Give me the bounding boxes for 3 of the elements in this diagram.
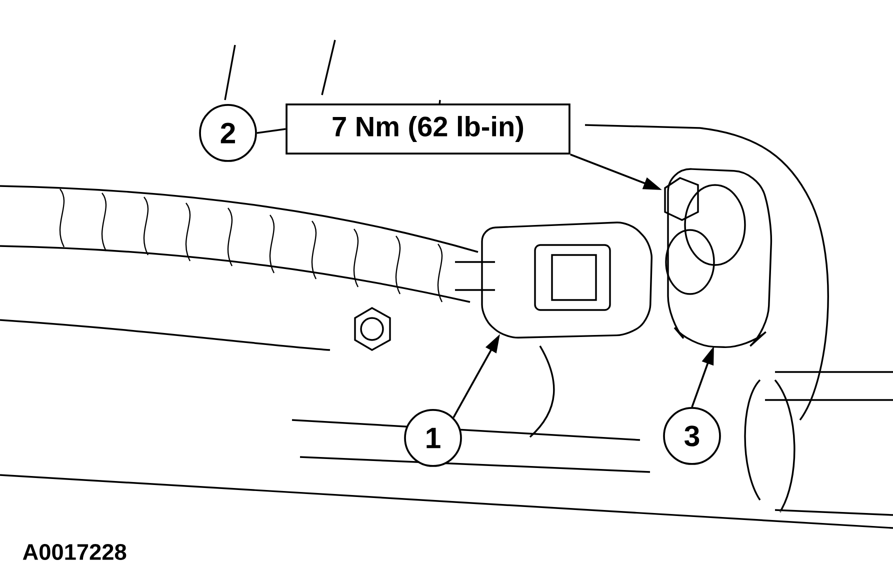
torque-box: 7 Nm (62 lb-in) [286,104,570,154]
leader-line [256,128,286,134]
figure-code: A0017228 [22,544,126,560]
